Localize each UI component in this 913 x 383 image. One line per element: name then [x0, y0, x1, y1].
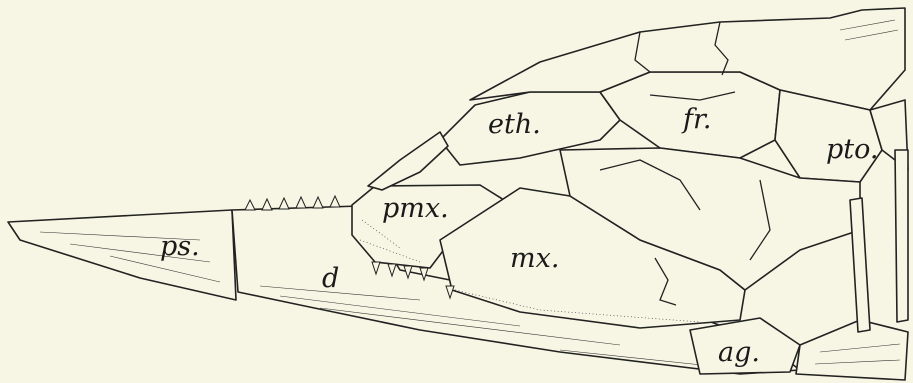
articular-region: [796, 320, 908, 380]
preopercle-rod: [895, 150, 908, 322]
predentary-bone: [8, 210, 236, 300]
label-ps: ps.: [160, 231, 200, 262]
label-eth: eth.: [488, 109, 541, 140]
label-d: d: [322, 263, 339, 294]
quadrate-rod: [850, 198, 870, 332]
label-ag: ag.: [718, 337, 760, 368]
rostral-process: [368, 132, 448, 190]
label-pto: pto.: [826, 134, 879, 165]
label-pmx: pmx.: [382, 193, 449, 224]
label-fr: fr.: [681, 104, 712, 135]
label-mx: mx.: [510, 243, 559, 274]
